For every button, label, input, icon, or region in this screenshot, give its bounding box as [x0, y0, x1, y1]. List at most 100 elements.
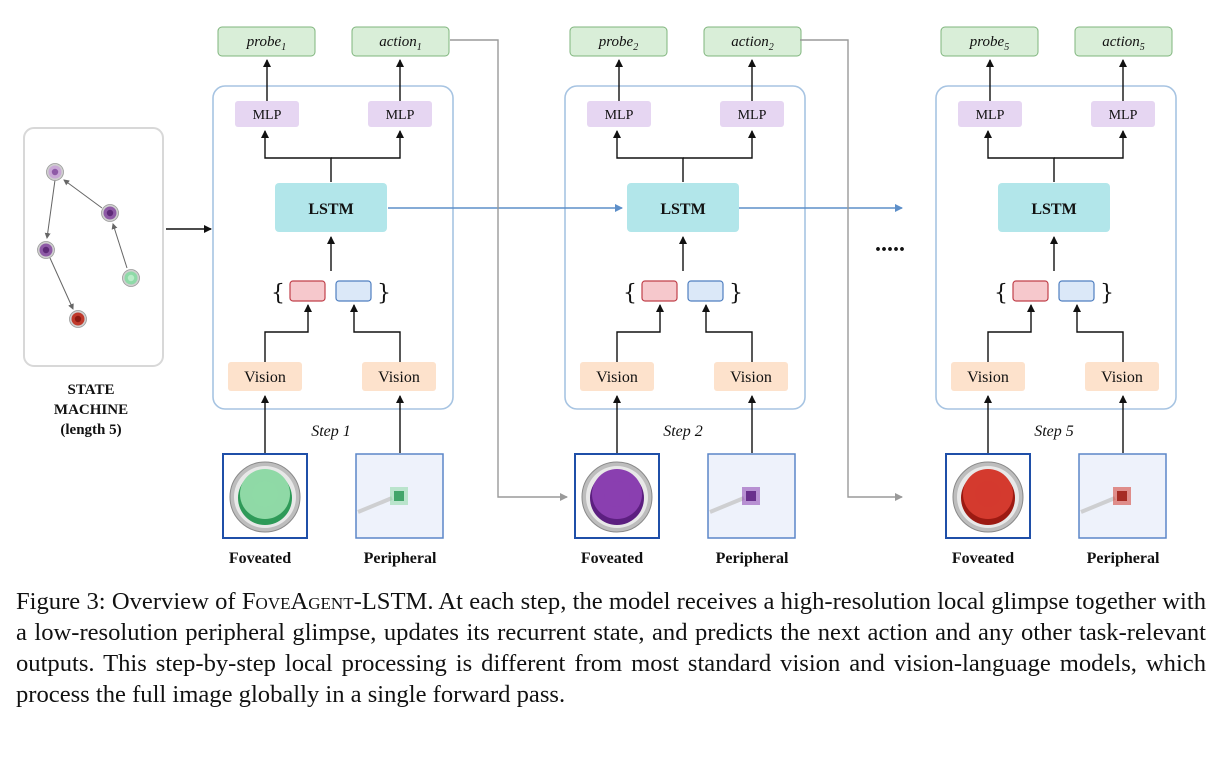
brace-open: { — [623, 281, 637, 306]
svg-text:probe1: probe1 — [246, 34, 286, 53]
mlp-probe-label: MLP — [605, 108, 634, 123]
svg-text:action2: action2 — [731, 34, 774, 53]
peripheral-label: Peripheral — [1087, 550, 1160, 567]
probe-output-subscript: 1 — [281, 42, 286, 53]
probe-output-subscript: 2 — [633, 42, 638, 53]
lstm-block: LSTM — [275, 183, 387, 232]
state-machine-panel: STATE MACHINE (length 5) — [23, 127, 164, 438]
peripheral-glimpse — [707, 453, 796, 539]
action-output-label: action — [379, 34, 417, 50]
state-machine-title-line2: MACHINE — [54, 402, 128, 418]
brace-open: { — [994, 281, 1008, 306]
step-frame — [935, 85, 1177, 410]
brace-close: } — [1100, 281, 1114, 306]
step-label: Step 2 — [663, 423, 703, 440]
foveal-feature — [289, 280, 326, 302]
brace-open: { — [271, 281, 285, 306]
probe-output: probe2 — [569, 26, 668, 57]
action-output: action1 — [351, 26, 450, 57]
mlp-action-label: MLP — [738, 108, 767, 123]
probe-output-subscript: 5 — [1004, 42, 1009, 53]
lstm-block: LSTM — [998, 183, 1110, 232]
ellipsis: ..... — [875, 231, 905, 257]
vision-foveated-label: Vision — [244, 369, 286, 386]
action-output-label: action — [1102, 34, 1140, 50]
mlp-probe: MLP — [235, 101, 299, 127]
vision-peripheral: Vision — [1085, 362, 1159, 391]
action-output-subscript: 1 — [417, 42, 422, 53]
action-output: action5 — [1074, 26, 1173, 57]
step-label: Step 1 — [311, 423, 351, 440]
mlp-probe-label: MLP — [253, 108, 282, 123]
step-label: Step 5 — [1034, 423, 1074, 440]
mlp-action-label: MLP — [1109, 108, 1138, 123]
foveated-label: Foveated — [581, 550, 643, 567]
lstm-label: LSTM — [308, 201, 353, 218]
state-node — [101, 204, 119, 222]
state-node — [46, 163, 64, 181]
state-node — [122, 269, 140, 287]
caption-body: . At each step, the model receives a hig… — [16, 588, 1206, 708]
action-output-subscript: 2 — [769, 42, 774, 53]
brace-close: } — [377, 281, 391, 306]
mlp-probe-label: MLP — [976, 108, 1005, 123]
lstm-block: LSTM — [627, 183, 739, 232]
action-output: action2 — [703, 26, 802, 57]
mlp-action: MLP — [1091, 101, 1155, 127]
action-output-subscript: 5 — [1140, 42, 1145, 53]
brace-close: } — [729, 281, 743, 306]
vision-peripheral: Vision — [714, 362, 788, 391]
action-to-next-glimpse-1 — [450, 39, 568, 501]
foveal-feature — [1012, 280, 1049, 302]
svg-text:action1: action1 — [379, 34, 422, 53]
vision-foveated: Vision — [951, 362, 1025, 391]
foveated-glimpse — [945, 453, 1031, 539]
vision-peripheral-label: Vision — [378, 369, 420, 386]
lstm-label: LSTM — [1031, 201, 1076, 218]
mlp-probe: MLP — [958, 101, 1022, 127]
mlp-action-label: MLP — [386, 108, 415, 123]
foveated-label: Foveated — [952, 550, 1014, 567]
probe-output-label: probe — [969, 34, 1005, 50]
vision-foveated-label: Vision — [596, 369, 638, 386]
vision-foveated-label: Vision — [967, 369, 1009, 386]
probe-output-label: probe — [246, 34, 282, 50]
mlp-probe: MLP — [587, 101, 651, 127]
vision-peripheral-label: Vision — [730, 369, 772, 386]
vision-foveated: Vision — [580, 362, 654, 391]
svg-text:probe2: probe2 — [598, 34, 638, 53]
probe-output-label: probe — [598, 34, 634, 50]
caption-model-name: FoveAgent-LSTM — [241, 588, 428, 615]
foveated-label: Foveated — [229, 550, 291, 567]
state-machine-title-line3: (length 5) — [60, 422, 121, 438]
state-node — [37, 241, 55, 259]
peripheral-label: Peripheral — [364, 550, 437, 567]
lstm-label: LSTM — [660, 201, 705, 218]
mlp-action: MLP — [720, 101, 784, 127]
peripheral-glimpse — [1078, 453, 1167, 539]
action-output-label: action — [731, 34, 769, 50]
foveated-glimpse — [222, 453, 308, 539]
foveal-feature — [641, 280, 678, 302]
peripheral-label: Peripheral — [716, 550, 789, 567]
state-node — [69, 310, 87, 328]
svg-text:probe5: probe5 — [969, 34, 1009, 53]
vision-foveated: Vision — [228, 362, 302, 391]
mlp-action: MLP — [368, 101, 432, 127]
svg-text:action5: action5 — [1102, 34, 1145, 53]
peripheral-glimpse — [355, 453, 444, 539]
caption-prefix: Figure 3: Overview of — [16, 588, 242, 615]
step-frame — [564, 85, 806, 410]
vision-peripheral-label: Vision — [1101, 369, 1143, 386]
state-machine-title-line1: STATE — [68, 382, 115, 398]
vision-peripheral: Vision — [362, 362, 436, 391]
action-to-next-glimpse-2 — [800, 39, 903, 501]
figure-caption: Figure 3: Overview of FoveAgent-LSTM. At… — [16, 586, 1206, 710]
peripheral-feature — [1058, 280, 1095, 302]
peripheral-feature — [687, 280, 724, 302]
probe-output: probe1 — [217, 26, 316, 57]
